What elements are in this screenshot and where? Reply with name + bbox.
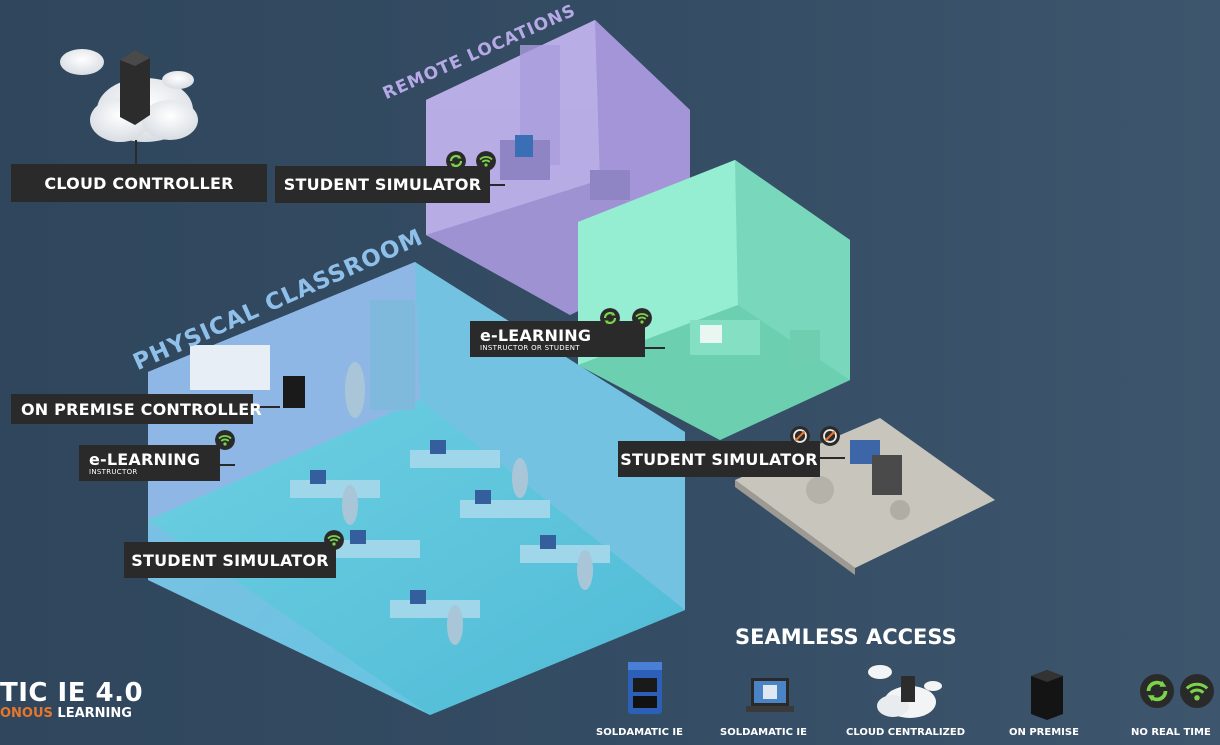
- laptop-icon: [746, 678, 794, 712]
- cloud-controller-text: CLOUD CONTROLLER: [44, 173, 234, 193]
- elearning-room: [578, 160, 850, 440]
- cloud-controller-label: CLOUD CONTROLLER: [11, 164, 267, 202]
- cloud-server-icon: [868, 665, 942, 718]
- student-simulator-remote-text: STUDENT SIMULATOR: [283, 175, 482, 194]
- student-simulator-classroom-label: STUDENT SIMULATOR: [124, 542, 336, 578]
- elearning-remote-label: e-LEARNING INSTRUCTOR OR STUDENT: [470, 321, 645, 357]
- legend-caption-no-real-time: NO REAL TIME: [1131, 727, 1211, 738]
- elearning-classroom-label: e-LEARNING INSTRUCTOR: [79, 445, 220, 481]
- no-wifi-icon: [820, 426, 840, 446]
- sync-icon: [1140, 674, 1174, 708]
- elearning-remote-text: e-LEARNING: [480, 326, 592, 345]
- brand-subtitle-accent: ONOUS: [0, 706, 53, 721]
- simulator-machine-icon: [628, 662, 662, 714]
- wifi-icon: [632, 308, 652, 328]
- wifi-icon: [476, 151, 496, 171]
- server-tower-icon: [1031, 670, 1063, 720]
- cloud-server-graphic: [60, 49, 198, 164]
- on-premise-controller-text: ON PREMISE CONTROLLER: [21, 399, 262, 419]
- wifi-icon: [1180, 674, 1214, 708]
- elearning-classroom-subtext: INSTRUCTOR: [89, 468, 138, 476]
- elearning-remote-subtext: INSTRUCTOR OR STUDENT: [480, 344, 580, 352]
- student-simulator-offline-text: STUDENT SIMULATOR: [620, 449, 818, 469]
- seamless-access-title: SEAMLESS ACCESS: [735, 625, 957, 649]
- wifi-icon: [215, 430, 235, 450]
- legend-caption-laptop: SOLDAMATIC IE: [720, 727, 807, 738]
- wifi-icon: [324, 530, 344, 550]
- legend-caption-cloud: CLOUD CENTRALIZED: [846, 727, 966, 738]
- student-simulator-classroom-text: STUDENT SIMULATOR: [131, 550, 329, 570]
- student-simulator-offline-label: STUDENT SIMULATOR: [618, 441, 820, 477]
- elearning-classroom-text: e-LEARNING: [89, 450, 201, 469]
- brand-logo: TIC IE 4.0 ONOUS LEARNING: [0, 680, 143, 722]
- on-premise-controller-label: ON PREMISE CONTROLLER: [11, 394, 262, 424]
- sync-icon: [446, 151, 466, 171]
- student-simulator-remote-label: STUDENT SIMULATOR: [275, 166, 490, 203]
- sync-icon: [600, 308, 620, 328]
- no-sync-icon: [790, 426, 810, 446]
- legend-caption-on-premise: ON PREMISE: [1009, 727, 1079, 738]
- label-connectors: [220, 184, 845, 466]
- legend-caption-simulator: SOLDAMATIC IE: [596, 727, 683, 738]
- brand-title: TIC IE 4.0: [0, 678, 144, 708]
- brand-subtitle-rest: LEARNING: [52, 706, 132, 721]
